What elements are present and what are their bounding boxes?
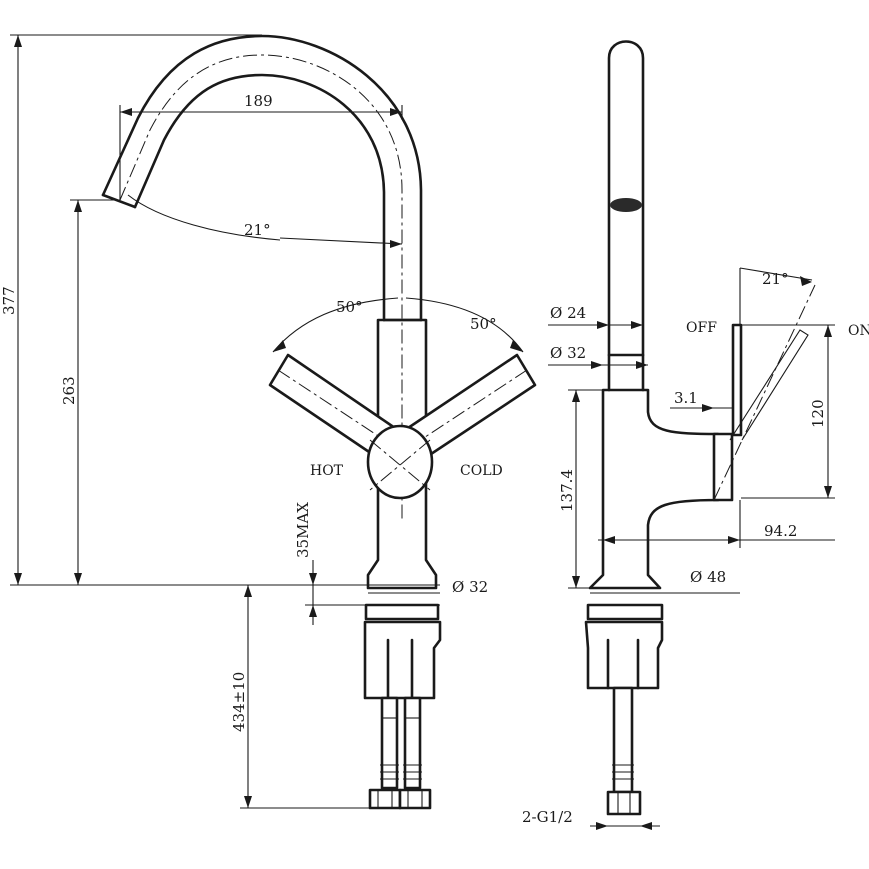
dim-spout-height: 263 — [60, 376, 78, 405]
dim-spout-reach: 189 — [244, 92, 273, 110]
lever-off-position — [731, 323, 743, 437]
hose-hot — [380, 696, 399, 790]
side-lever — [712, 432, 734, 502]
hose-cold — [403, 696, 422, 790]
dim-spout-tube-diameter: Ø 24 — [550, 304, 586, 322]
mounting-nut-side — [586, 603, 664, 621]
label-hot: HOT — [310, 463, 344, 479]
spout-centerline — [119, 54, 403, 520]
spout-inner-line — [133, 73, 386, 322]
dim-lever-reach: 94.2 — [764, 522, 797, 540]
side-hose — [612, 686, 634, 794]
lever-on-position — [729, 329, 809, 441]
handle-angle-arc-right — [405, 297, 524, 353]
mounting-nut-front — [364, 603, 440, 621]
mounting-bracket-side — [584, 620, 664, 690]
dim-max-deck-thickness: 35MAX — [294, 502, 312, 558]
dim-body-height: 137.4 — [558, 469, 576, 512]
side-spout-tube — [607, 40, 645, 392]
hex-nut-cold — [398, 788, 432, 810]
dim-flange-diameter: Ø 48 — [690, 568, 726, 586]
dim-spout-angle: 21° — [244, 221, 271, 239]
spout-outer-line — [101, 34, 423, 322]
side-view — [548, 40, 835, 830]
hex-nut-hot — [368, 788, 402, 810]
label-cold: COLD — [460, 463, 503, 479]
dim-hose-length: 434±10 — [230, 672, 248, 732]
dim-lever-travel: 120 — [809, 399, 827, 428]
spout-tip — [101, 193, 137, 209]
dim-connector-thread: 2-G1/2 — [522, 808, 573, 826]
body-outline — [366, 318, 438, 590]
label-off: OFF — [686, 320, 717, 336]
dim-lever-angle: 21° — [762, 270, 789, 288]
dim-base-diameter-front: Ø 32 — [452, 578, 488, 596]
dim-body-diameter: Ø 32 — [550, 344, 586, 362]
dim-total-height: 377 — [0, 286, 18, 315]
dim-handle-angle-right: 50° — [470, 315, 497, 333]
aerator — [610, 198, 642, 212]
side-body — [588, 388, 720, 590]
front-view — [10, 34, 537, 810]
handle-hub — [366, 424, 434, 500]
spout-angle-arc — [127, 194, 281, 241]
dim-lever-offset: 3.1 — [674, 389, 698, 407]
label-on: ON — [848, 323, 869, 339]
dim-handle-angle-left: 50° — [336, 298, 363, 316]
mounting-bracket-front — [363, 620, 442, 700]
side-hex-nut — [606, 790, 642, 816]
